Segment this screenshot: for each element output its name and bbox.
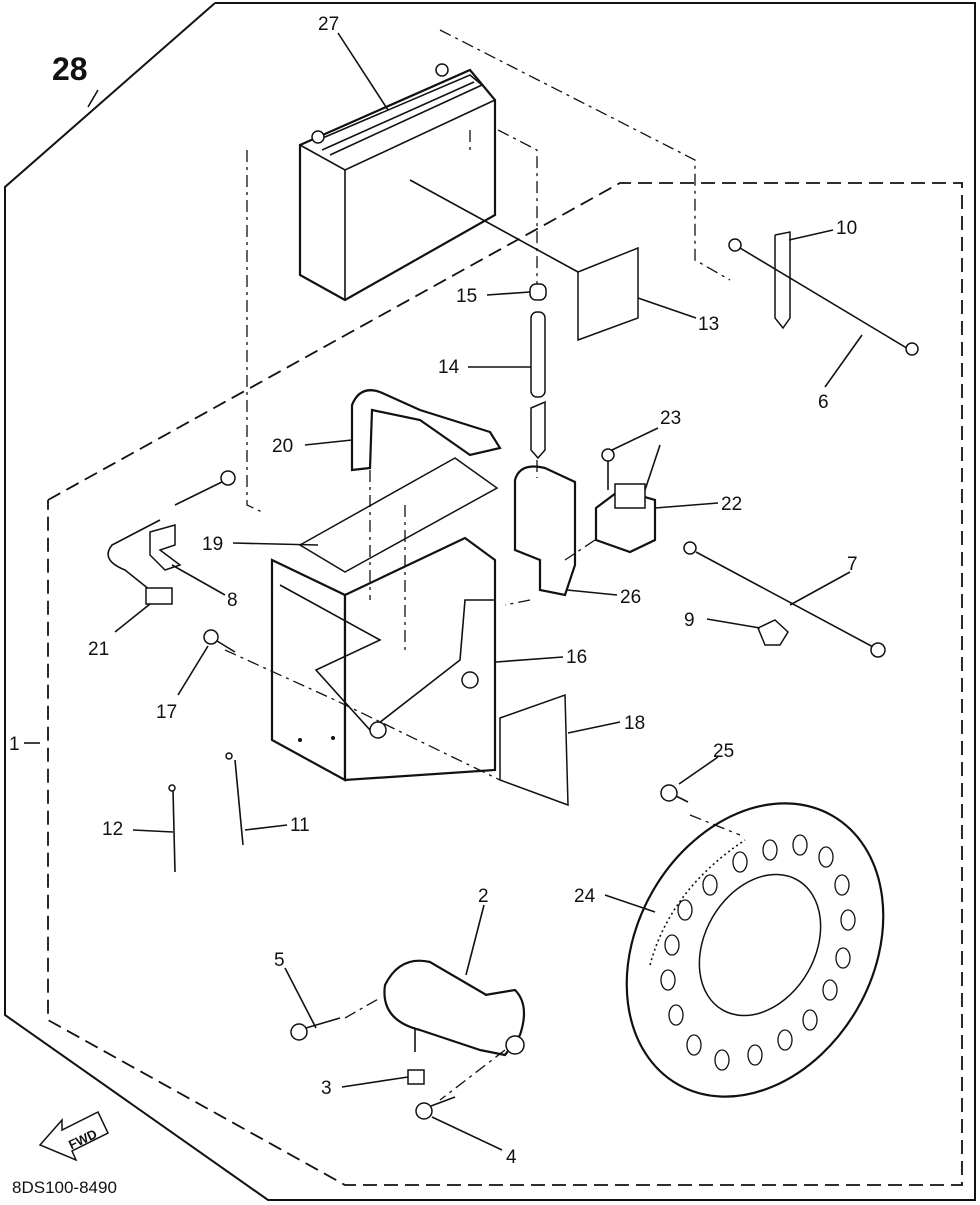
callout-22: 22 (721, 494, 742, 515)
callout-25: 25 (713, 741, 734, 762)
battery-sheet (577, 246, 639, 342)
callout-26: 26 (620, 587, 641, 608)
callout-20: 20 (272, 436, 293, 457)
ring-gear (625, 802, 885, 1098)
relay-cover (513, 465, 577, 597)
callout-19: 19 (202, 534, 223, 555)
callout-14: 14 (438, 357, 460, 378)
breather-cap (529, 283, 547, 301)
gear-bolt (660, 784, 689, 803)
case-bolt (203, 629, 236, 653)
callout-5: 5 (274, 950, 285, 971)
assembly-outline (4, 2, 976, 1201)
battery-case (270, 536, 497, 782)
case-sheet (499, 693, 569, 807)
assembly-number-28: 28 (52, 51, 88, 87)
callout-12: 12 (102, 819, 123, 840)
breather-hose (530, 311, 546, 460)
kit-number-1: 1 (9, 734, 20, 755)
fwd-arrow-icon: FWD (38, 1110, 109, 1162)
callout-3: 3 (321, 1078, 332, 1099)
starter-bolt-5 (290, 1017, 341, 1041)
callout-2: 2 (478, 886, 489, 907)
callout-8: 8 (227, 590, 238, 611)
callout-10: 10 (836, 218, 857, 239)
connection-lines (224, 129, 741, 1101)
cable-tie-11 (225, 752, 244, 846)
callout-24: 24 (574, 886, 596, 907)
kit-outline (47, 182, 963, 1186)
callout-17: 17 (156, 702, 177, 723)
callout-9: 9 (684, 610, 695, 631)
relay-bolt (601, 448, 615, 490)
starter-motor (383, 959, 526, 1057)
battery-zone-outline (439, 29, 731, 281)
callout-21: 21 (88, 639, 109, 660)
battery (298, 63, 497, 302)
callout-18: 18 (624, 713, 645, 734)
starter-nut (407, 1069, 425, 1085)
wire-bracket (149, 524, 182, 571)
starter-bolt-4 (415, 1096, 456, 1120)
callout-16: 16 (566, 647, 587, 668)
starter-relay (594, 483, 657, 554)
callout-15: 15 (456, 286, 477, 307)
drawing-code: 8DS100-8490 (12, 1178, 117, 1197)
callout-27: 27 (318, 14, 339, 35)
positive-lead (683, 541, 886, 658)
callout-4: 4 (506, 1147, 517, 1168)
battery-band (774, 231, 791, 330)
negative-lead (728, 238, 919, 356)
battery-mat (298, 457, 499, 573)
battery-strap (350, 389, 502, 472)
lead-clamp (757, 619, 789, 646)
callout-13: 13 (698, 314, 719, 335)
callout-6: 6 (818, 392, 829, 413)
callout-7: 7 (847, 554, 858, 575)
callout-11: 11 (290, 815, 310, 836)
callout-leaders (24, 32, 863, 1151)
battery-zone-outline-left (246, 150, 263, 513)
callout-23: 23 (660, 408, 681, 429)
sensor-wire (107, 470, 236, 605)
cable-tie-12 (168, 784, 176, 873)
